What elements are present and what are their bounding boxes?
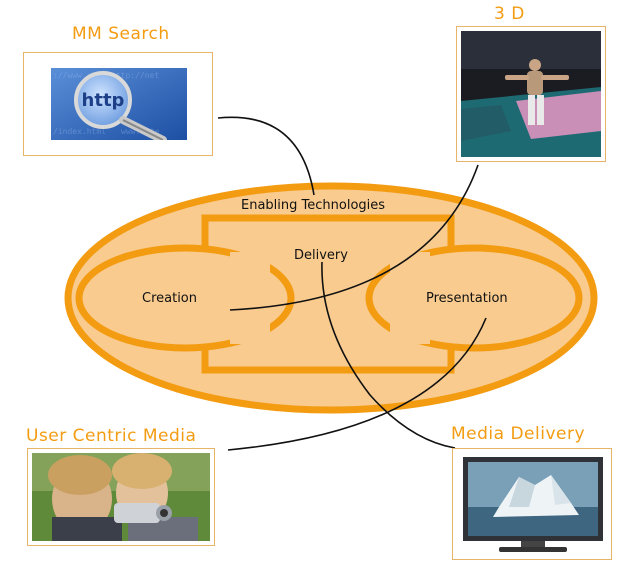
mm-search-photo-frame: ://www.abc http://net /index.html www.si…: [23, 52, 213, 156]
svg-text:/index.html: /index.html: [53, 127, 106, 136]
three-d-photo-frame: [456, 26, 606, 162]
connector-mm-search: [217, 116, 315, 196]
svg-text:://www.abc: ://www.abc: [53, 71, 101, 80]
enabling-technologies-text: Enabling Technologies: [241, 198, 386, 213]
http-magnifier-image: ://www.abc http://net /index.html www.si…: [51, 68, 187, 140]
connector-media-delivery: [321, 261, 456, 449]
media-delivery-label: Media Delivery: [451, 424, 586, 444]
media-delivery-photo-frame: [452, 448, 612, 560]
creation-text: Creation: [142, 291, 198, 306]
connector-user-centric: [227, 317, 487, 451]
delivery-text: Delivery: [294, 248, 348, 263]
user-centric-media-label: User Centric Media: [26, 426, 197, 446]
mm-search-label: MM Search: [72, 24, 170, 44]
children-camcorder-image: [32, 453, 210, 541]
svg-text:http://net: http://net: [111, 71, 159, 80]
user-centric-photo-frame: [27, 448, 215, 546]
monitor-iceberg-image: [459, 455, 607, 555]
connector-3d: [229, 164, 479, 311]
presentation-text: Presentation: [426, 291, 508, 306]
three-d-dancer-image: [461, 31, 601, 157]
http-lens-text: http: [82, 90, 125, 111]
three-d-label: 3 D: [494, 4, 525, 24]
